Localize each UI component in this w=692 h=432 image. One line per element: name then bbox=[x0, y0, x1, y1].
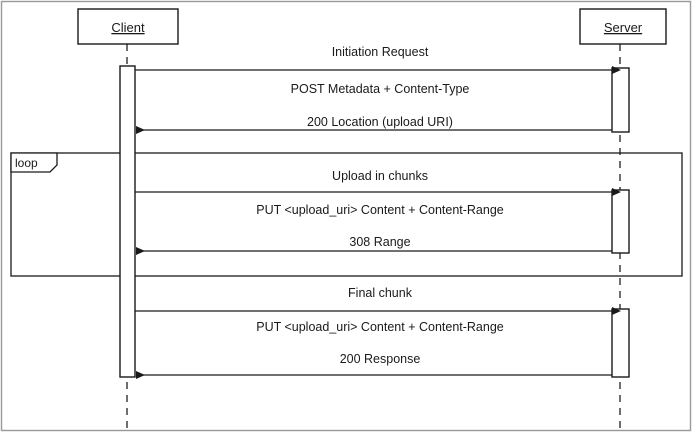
message-label-put-chunk: PUT <upload_uri> Content + Content-Range bbox=[256, 203, 504, 217]
loop-fragment-label: loop bbox=[15, 156, 38, 170]
activation-bar-server-1 bbox=[611, 67, 630, 133]
loop-fragment-border bbox=[10, 152, 683, 277]
participant-label-client: Client bbox=[111, 20, 145, 35]
activation-bar-server-2 bbox=[611, 189, 630, 254]
message-label-308-range: 308 Range bbox=[349, 235, 410, 249]
message-label-initiation-request: Initiation Request bbox=[332, 45, 429, 59]
message-label-post-metadata: POST Metadata + Content-Type bbox=[291, 82, 470, 96]
participant-label-server: Server bbox=[604, 20, 643, 35]
participant-box-client[interactable] bbox=[77, 8, 179, 45]
loop-fragment: loop bbox=[10, 152, 683, 277]
message-label-200-response: 200 Response bbox=[340, 352, 421, 366]
message-label-200-location: 200 Location (upload URI) bbox=[307, 115, 453, 129]
participant-client[interactable]: Client bbox=[77, 8, 179, 45]
loop-fragment-tab bbox=[10, 152, 58, 173]
participant-server[interactable]: Server bbox=[579, 8, 667, 45]
activation-bar-server-3 bbox=[611, 308, 630, 378]
message-label-final-chunk: Final chunk bbox=[348, 286, 413, 300]
activation-bar-client bbox=[119, 65, 136, 378]
message-label-put-final-chunk: PUT <upload_uri> Content + Content-Range bbox=[256, 320, 504, 334]
message-label-upload-in-chunks: Upload in chunks bbox=[332, 169, 428, 183]
participant-box-server[interactable] bbox=[579, 8, 667, 45]
